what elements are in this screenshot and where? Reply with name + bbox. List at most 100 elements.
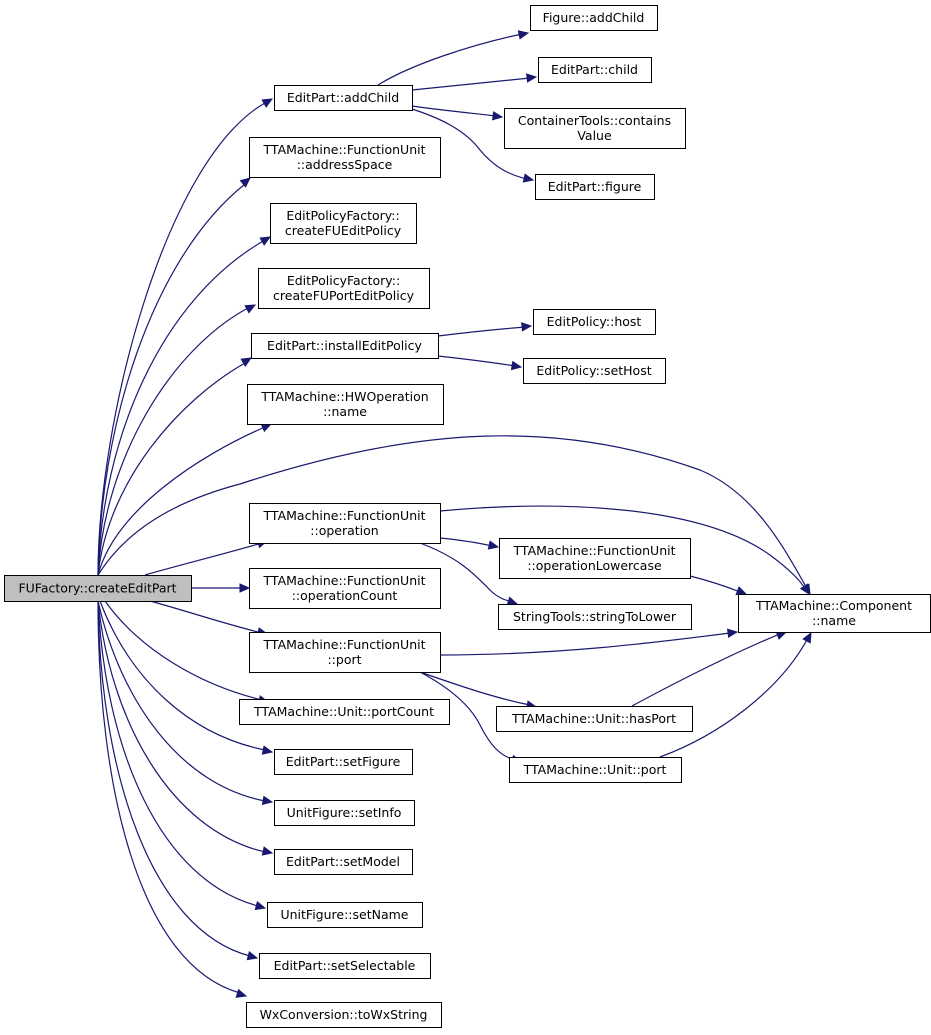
node-fu-port[interactable]: TTAMachine::FunctionUnit::port	[249, 632, 441, 673]
node-epol-setHost[interactable]: EditPolicy::setHost	[523, 358, 666, 384]
node-epf-createFU[interactable]: EditPolicyFactory::createFUEditPolicy	[270, 203, 417, 244]
node-label: EditPart::child	[551, 62, 638, 77]
node-root[interactable]: FUFactory::createEditPart	[4, 575, 192, 602]
edge-line	[437, 326, 526, 337]
node-box	[4, 575, 192, 602]
edges-layer	[97, 30, 812, 998]
edge-line	[631, 633, 781, 707]
node-fu-operation[interactable]: TTAMachine::FunctionUnit::operation	[249, 503, 441, 544]
node-ep-addChild[interactable]: EditPart::addChild	[274, 85, 413, 111]
node-box	[239, 699, 450, 725]
node-label: ContainerTools::contains	[518, 113, 671, 128]
node-box	[499, 538, 691, 579]
arrow-head	[517, 30, 530, 40]
node-uf-setName[interactable]: UnitFigure::setName	[267, 902, 423, 928]
edge-line	[97, 600, 241, 994]
node-unit-portCount[interactable]: TTAMachine::Unit::portCount	[239, 699, 450, 725]
node-fu-opLower[interactable]: TTAMachine::FunctionUnit::operationLower…	[499, 538, 691, 579]
node-ep-setFigure[interactable]: EditPart::setFigure	[274, 749, 413, 775]
node-ep-setSelectable[interactable]: EditPart::setSelectable	[259, 953, 431, 979]
node-ep-child[interactable]: EditPart::child	[538, 57, 652, 83]
edge-line	[97, 239, 266, 576]
node-label: createFUPortEditPolicy	[273, 288, 415, 303]
edge-root-to-epf_createFU	[97, 236, 272, 576]
node-unit-port[interactable]: TTAMachine::Unit::port	[509, 757, 682, 783]
node-box	[274, 800, 415, 826]
node-fu-addressSpace[interactable]: TTAMachine::FunctionUnit::addressSpace	[249, 137, 441, 178]
arrow-head	[491, 111, 504, 121]
node-label: TTAMachine::FunctionUnit	[263, 508, 426, 523]
node-hwop-name[interactable]: TTAMachine::HWOperation::name	[247, 384, 444, 425]
node-label: EditPart::setModel	[286, 854, 400, 869]
node-box	[538, 57, 652, 83]
edge-root-to-fu_addressSpace	[97, 177, 251, 576]
node-ep-install[interactable]: EditPart::installEditPolicy	[251, 333, 439, 359]
edge-root-to-wx_toWx	[97, 600, 248, 998]
node-label: EditPolicy::setHost	[536, 363, 651, 378]
node-label: EditPart::setSelectable	[274, 958, 416, 973]
node-label: TTAMachine::Unit::hasPort	[511, 711, 676, 726]
arrow-head	[522, 173, 535, 183]
arrow-head	[261, 846, 274, 856]
node-st-toLower[interactable]: StringTools::stringToLower	[498, 604, 692, 630]
node-fig-addChild[interactable]: Figure::addChild	[530, 5, 658, 31]
node-label: TTAMachine::FunctionUnit	[263, 573, 426, 588]
arrow-head	[487, 540, 500, 550]
arrow-head	[510, 360, 523, 371]
node-label: EditPart::addChild	[287, 90, 399, 105]
arrow-head	[261, 98, 274, 108]
edge-ep_addChild-to-ep_child	[411, 73, 538, 91]
node-box	[274, 749, 413, 775]
node-box	[246, 1002, 442, 1028]
arrow-head	[802, 631, 812, 644]
edge-line	[97, 102, 266, 576]
edge-line	[97, 600, 266, 853]
node-comp-name[interactable]: TTAMachine::Component::name	[738, 594, 931, 633]
node-box	[249, 632, 441, 673]
edge-root-to-ep_setFigure	[99, 600, 274, 755]
node-box	[251, 333, 439, 359]
node-epol-host[interactable]: EditPolicy::host	[533, 309, 656, 335]
edge-line	[439, 505, 807, 591]
arrow-head	[799, 583, 810, 596]
edge-ep_install-to-epol_host	[437, 322, 533, 337]
node-label: Value	[577, 128, 612, 143]
node-label: TTAMachine::FunctionUnit	[263, 637, 426, 652]
edge-fu_opLower-to-comp_name	[689, 575, 748, 596]
node-label: EditPart::installEditPolicy	[267, 338, 422, 353]
nodes-layer: FUFactory::createEditPart EditPart::addCh…	[4, 5, 931, 1028]
edge-root-to-ep_addChild	[97, 98, 274, 576]
edge-root-to-ep_setModel	[97, 600, 274, 856]
node-ep-setModel[interactable]: EditPart::setModel	[274, 849, 413, 875]
node-epf-createFUPort[interactable]: EditPolicyFactory::createFUPortEditPolic…	[258, 268, 430, 309]
edge-line	[377, 33, 523, 86]
edge-root-to-hwop_name	[97, 423, 273, 576]
edge-line	[144, 542, 263, 576]
node-label: EditPart::setFigure	[286, 754, 401, 769]
node-label: ::port	[327, 652, 361, 667]
edge-root-to-epf_createFUPort	[97, 304, 257, 576]
edge-ep_addChild-to-ct_contains	[411, 105, 504, 121]
edge-line	[104, 600, 263, 701]
edge-line	[97, 307, 249, 576]
arrow-head	[735, 586, 748, 596]
node-label: ::operationLowercase	[527, 558, 662, 573]
arrow-head	[521, 322, 533, 332]
node-uf-setInfo[interactable]: UnitFigure::setInfo	[274, 800, 415, 826]
node-box	[274, 85, 413, 111]
node-fu-opCount[interactable]: TTAMachine::FunctionUnit::operationCount	[249, 568, 441, 609]
node-wx-toWx[interactable]: WxConversion::toWxString	[246, 1002, 442, 1028]
node-label: StringTools::stringToLower	[513, 609, 677, 624]
node-unit-hasPort[interactable]: TTAMachine::Unit::hasPort	[496, 706, 693, 732]
node-ep-figure[interactable]: EditPart::figure	[535, 174, 655, 200]
node-label: ::operation	[310, 523, 378, 538]
node-label: FUFactory::createEditPart	[18, 581, 176, 596]
node-box	[509, 757, 682, 783]
node-box	[530, 5, 658, 31]
node-box	[498, 604, 692, 630]
edge-line	[97, 426, 266, 576]
edge-line	[419, 671, 531, 706]
node-box	[249, 568, 441, 609]
node-label: EditPolicy::host	[547, 314, 642, 329]
